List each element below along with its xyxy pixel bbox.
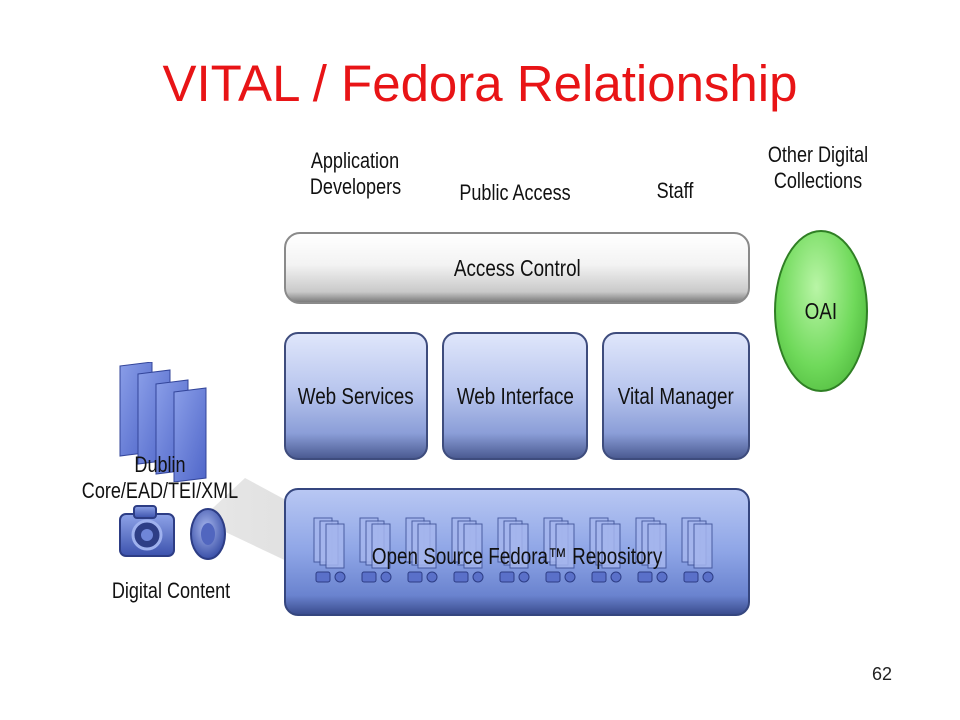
web-services-box: Web Services: [284, 332, 428, 460]
repository-label: Open Source Fedora™ Repository: [371, 542, 663, 569]
slide-title: VITAL / Fedora Relationship: [162, 55, 798, 112]
repository-speaker-icon: [656, 571, 668, 583]
repository-document-icon: [325, 523, 345, 569]
web-interface-label: Web Interface: [456, 382, 574, 409]
repository-speaker-icon: [472, 571, 484, 583]
repository-camera-icon: [637, 571, 653, 583]
access-control-label: Access Control: [453, 254, 581, 281]
web-services-label: Web Services: [297, 382, 415, 409]
repository-speaker-icon: [564, 571, 576, 583]
access-control-bar: Access Control: [284, 232, 750, 304]
repository-document-icon: [463, 523, 483, 569]
repository-speaker-icon: [518, 571, 530, 583]
label-application-developers: Application Developers: [309, 148, 402, 199]
repository-document-icon: [555, 523, 575, 569]
repository-document-icon: [371, 523, 391, 569]
repository-camera-icon: [591, 571, 607, 583]
vital-manager-label: Vital Manager: [617, 382, 735, 409]
repository-speaker-icon: [702, 571, 714, 583]
label-public-access: Public Access: [459, 180, 571, 205]
speaker-icon: [190, 508, 226, 560]
repository-camera-icon: [407, 571, 423, 583]
repository-document-icon: [601, 523, 621, 569]
repository-document-icon: [693, 523, 713, 569]
label-other-digital-collections: Other Digital Collections: [767, 142, 869, 193]
metadata-documents-icon: [119, 362, 207, 482]
repository-camera-icon: [683, 571, 699, 583]
repository-document-icon: [417, 523, 437, 569]
web-interface-box: Web Interface: [442, 332, 588, 460]
label-staff: Staff: [656, 178, 694, 203]
page-number: 62: [872, 664, 893, 684]
repository-document-icon: [509, 523, 529, 569]
repository-camera-icon: [361, 571, 377, 583]
repository-speaker-icon: [610, 571, 622, 583]
repository-camera-icon: [453, 571, 469, 583]
oai-node: OAI: [774, 230, 868, 392]
oai-label: OAI: [804, 297, 838, 324]
repository-document-icon: [647, 523, 667, 569]
vital-manager-box: Vital Manager: [602, 332, 750, 460]
label-digital-content: Digital Content: [111, 578, 231, 603]
fedora-repository-bar: Open Source Fedora™ Repository: [284, 488, 750, 616]
repository-camera-icon: [545, 571, 561, 583]
repository-camera-icon: [499, 571, 515, 583]
repository-document-icons: [313, 517, 714, 583]
repository-camera-icon: [315, 571, 331, 583]
label-metadata-formats: Dublin Core/EAD/TEI/XML: [81, 452, 239, 503]
repository-speaker-icon: [426, 571, 438, 583]
repository-speaker-icon: [334, 571, 346, 583]
repository-speaker-icon: [380, 571, 392, 583]
camera-icon: [119, 505, 175, 557]
